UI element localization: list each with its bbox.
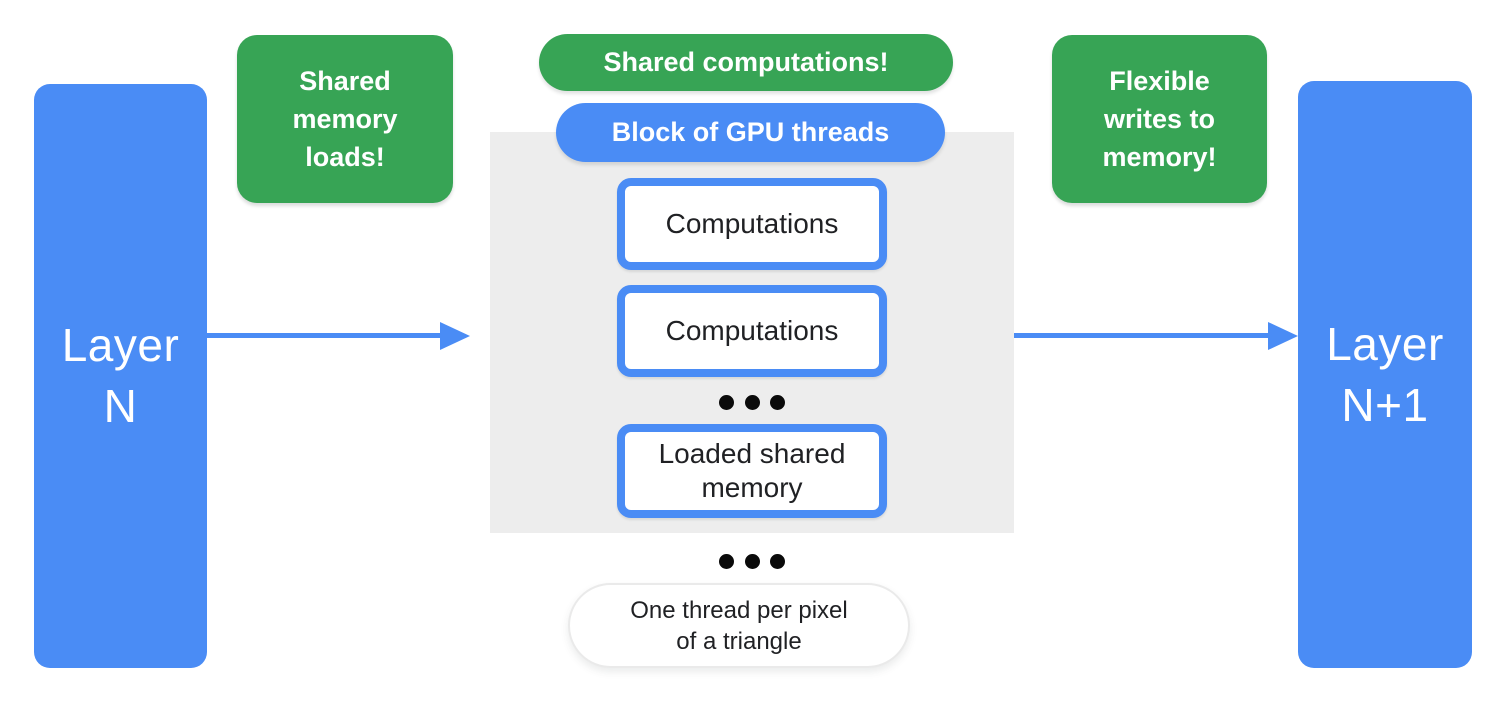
flexible-writes-line3: memory!	[1102, 142, 1217, 172]
shared-computations-pill: Shared computations!	[539, 34, 953, 91]
shared-memory-loads-badge: Shared memory loads!	[237, 35, 453, 203]
dot-icon	[719, 553, 734, 569]
note-line1: One thread per pixel	[630, 596, 848, 624]
layer-n-box: Layer N	[34, 84, 207, 668]
layer-n-label-line2: N	[103, 380, 138, 432]
ellipsis-dots-below-panel	[719, 553, 785, 569]
block-of-gpu-threads-label: Block of GPU threads	[611, 117, 890, 147]
loaded-shared-memory-box: Loaded shared memory	[617, 424, 887, 518]
computations-box-1: Computations	[617, 178, 887, 270]
shared-computations-label: Shared computations!	[603, 47, 889, 77]
flexible-writes-badge: Flexible writes to memory!	[1052, 35, 1267, 203]
shared-memory-loads-line3: loads!	[305, 142, 385, 172]
dot-icon	[744, 394, 760, 410]
layer-n-plus-1-label-line2: N+1	[1341, 378, 1429, 431]
shared-memory-loads-line2: memory	[292, 104, 398, 134]
layer-n-plus-1-label-line1: Layer	[1326, 317, 1444, 370]
one-thread-per-pixel-note: One thread per pixel of a triangle	[568, 583, 910, 668]
dot-icon	[744, 553, 760, 569]
computations-box-1-label: Computations	[665, 208, 839, 239]
dot-icon	[719, 394, 734, 410]
note-line2: of a triangle	[676, 627, 802, 655]
arrow-block-to-layer-n1-line	[1014, 333, 1269, 338]
computations-box-2-label: Computations	[665, 315, 839, 346]
arrow-block-to-layer-n1-head-icon	[1268, 322, 1298, 350]
computations-box-2: Computations	[617, 285, 887, 377]
flexible-writes-line1: Flexible	[1109, 66, 1210, 96]
block-of-gpu-threads-pill: Block of GPU threads	[556, 103, 945, 162]
dot-icon	[770, 553, 785, 569]
layer-n-plus-1-box: Layer N+1	[1298, 81, 1472, 668]
layer-n-label-line1: Layer	[61, 319, 180, 372]
arrow-layer-n-to-block-line	[207, 333, 442, 338]
ellipsis-dots-panel	[719, 394, 785, 410]
arrow-layer-n-to-block-head-icon	[440, 322, 470, 350]
dot-icon	[770, 394, 785, 410]
shared-memory-loads-line1: Shared	[299, 66, 391, 96]
loaded-shared-memory-label: Loaded shared memory	[658, 438, 846, 503]
flexible-writes-line2: writes to	[1103, 104, 1216, 134]
